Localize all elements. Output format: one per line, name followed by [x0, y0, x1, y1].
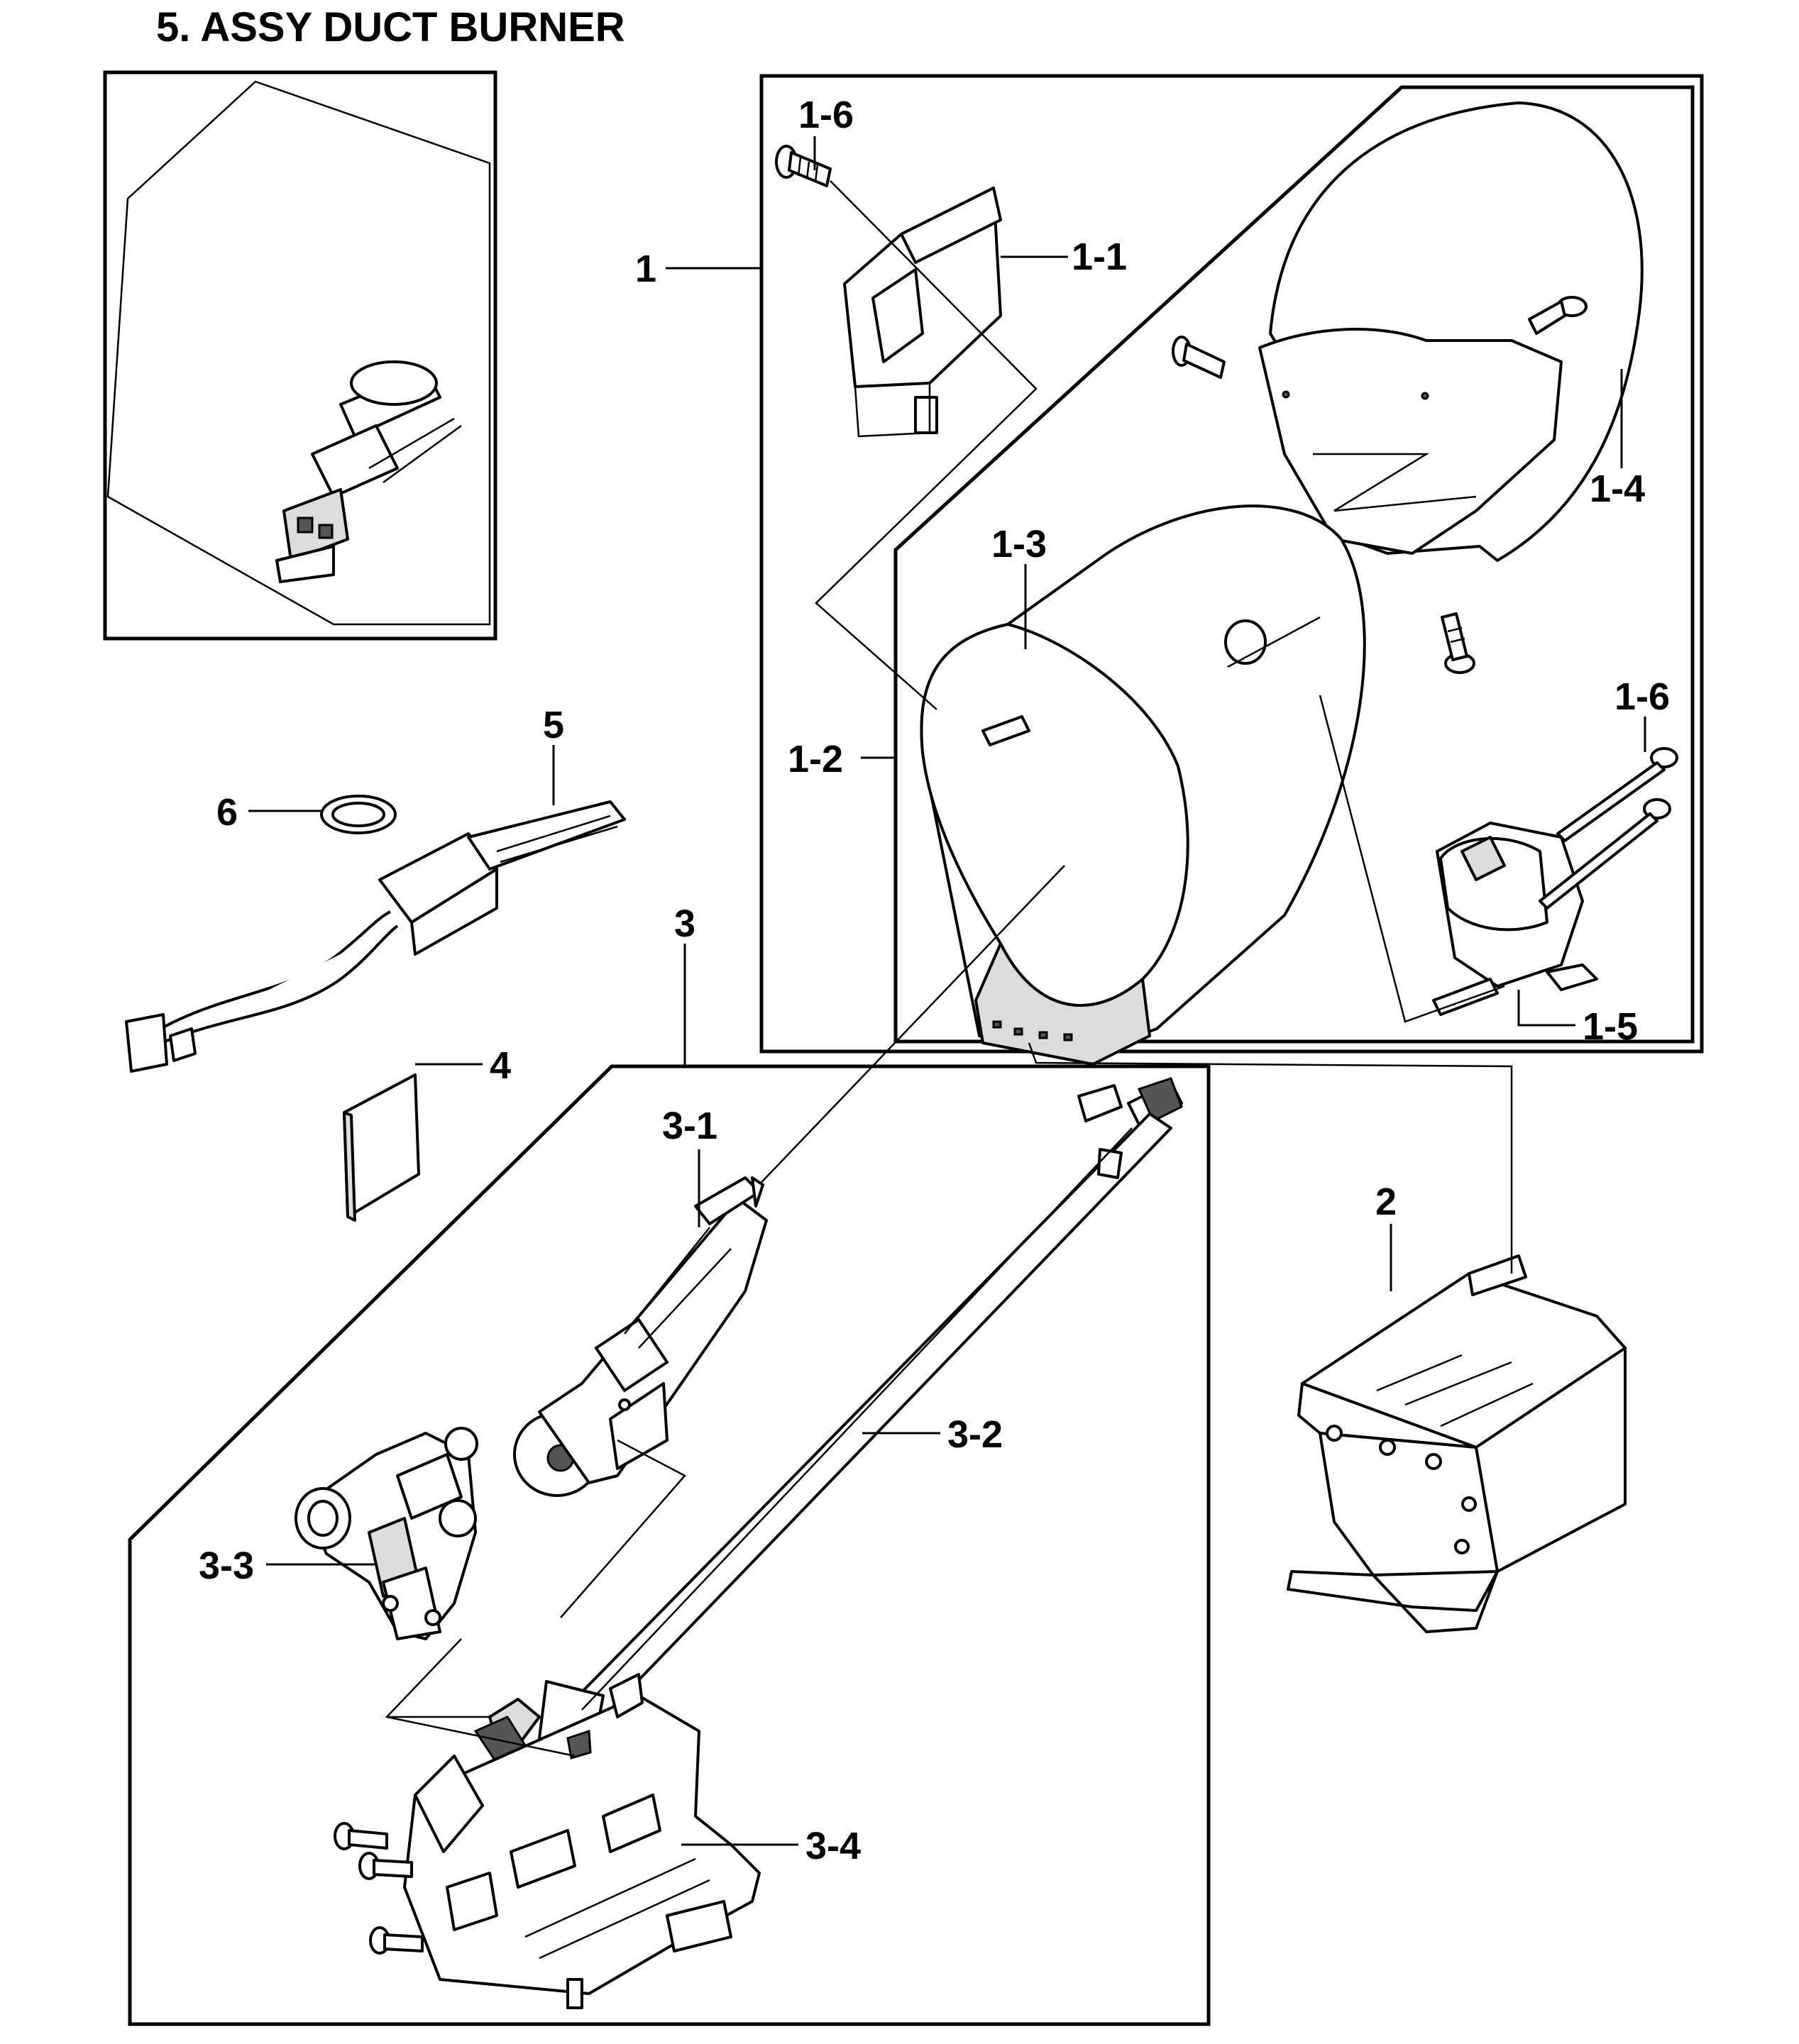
screw-1-4-right	[1528, 296, 1588, 335]
assembly-3-reference-lines	[385, 1439, 686, 1757]
label-6: 6	[216, 791, 238, 834]
label-2: 2	[1375, 1181, 1397, 1223]
label-1-6-top: 1-6	[798, 94, 854, 136]
assembly-3-panel	[128, 1064, 1211, 2026]
diagram-title: 5. ASSY DUCT BURNER	[156, 4, 625, 50]
label-3-1: 3-1	[662, 1105, 717, 1147]
label-1-4: 1-4	[1590, 468, 1645, 510]
label-1-6-right: 1-6	[1614, 675, 1670, 718]
label-1: 1	[635, 248, 656, 290]
label-3-2: 3-2	[947, 1413, 1003, 1456]
burner-3-1	[513, 1176, 768, 1497]
label-5: 5	[543, 704, 564, 746]
duct-shell-1-4	[1258, 101, 1644, 562]
screw-1-6-right-upper	[1556, 747, 1678, 842]
assembly-1-reference-lines	[752, 180, 1505, 1193]
duct-cylinder-1-3	[920, 504, 1366, 1066]
screw-1-4-left	[1172, 336, 1226, 379]
label-3-4: 3-4	[805, 1825, 861, 1867]
screw-3-4-b	[358, 1852, 413, 1880]
gas-valve-3-3	[295, 1427, 478, 1640]
overview-thumbnail	[103, 70, 497, 641]
screw-1-6-right-lower	[1539, 798, 1671, 910]
screw-3-4-a	[334, 1822, 388, 1850]
part-labels: 1 1-6 1-1 1-4 1-3 1-2 1-6 1-5 2 3 3-1 3-…	[199, 94, 1670, 1867]
label-1-2: 1-2	[788, 738, 843, 780]
reference-line-1-to-2	[1028, 1042, 1513, 1274]
bracket-3-4	[403, 1673, 761, 2009]
label-3-3: 3-3	[199, 1545, 254, 1587]
assembly-1-panel	[759, 74, 1704, 1054]
screw-1-6-top	[775, 145, 832, 187]
screw-1-4-bottom	[1441, 612, 1475, 674]
label-1-5: 1-5	[1583, 1005, 1638, 1048]
label-1-3: 1-3	[991, 523, 1047, 565]
gasket-ring-6	[320, 795, 397, 834]
label-3: 3	[674, 902, 695, 945]
flame-sensor-1-5	[1432, 822, 1598, 1016]
bracket-1-1	[843, 187, 1002, 438]
label-1-1: 1-1	[1072, 236, 1127, 278]
leader-lines	[248, 136, 1646, 1846]
insulation-pad-4	[343, 1073, 420, 1222]
overview-assembly-image	[275, 360, 462, 583]
screw-3-4-c	[369, 1926, 424, 1955]
bracket-2	[1287, 1254, 1627, 1633]
igniter-5	[125, 800, 626, 1073]
label-4: 4	[490, 1044, 511, 1087]
